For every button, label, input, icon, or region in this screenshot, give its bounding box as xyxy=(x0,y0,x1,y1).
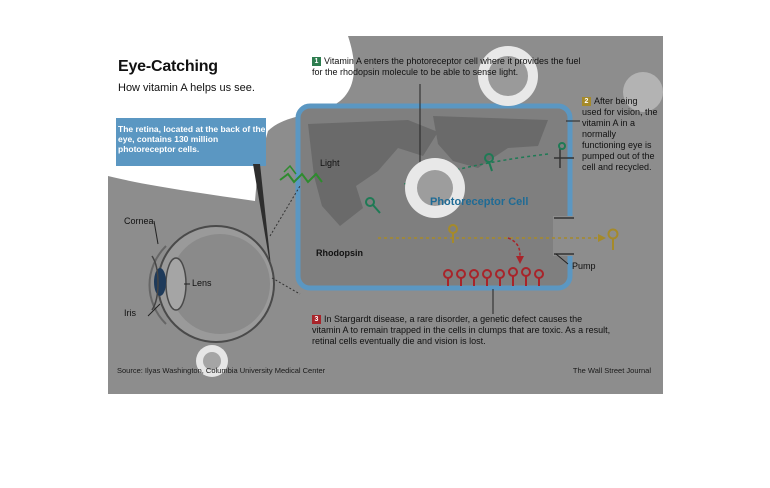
molecules-red xyxy=(443,267,544,286)
cell-folds xyxy=(308,120,438,226)
light-rays xyxy=(279,172,323,184)
label-photoreceptor-cell: Photoreceptor Cell xyxy=(430,196,529,208)
label-pump: Pump xyxy=(572,261,596,271)
step-1-text: Vitamin A enters the photoreceptor cell … xyxy=(312,56,581,77)
label-cornea: Cornea xyxy=(124,216,154,226)
callout-box xyxy=(116,118,266,166)
eye-illustration xyxy=(148,225,275,343)
callout-pointer xyxy=(253,164,272,276)
retina-callout: The retina, located at the back of the e… xyxy=(118,124,266,154)
step-3-text: In Stargardt disease, a rare disorder, a… xyxy=(312,314,611,346)
page-title: Eye-Catching xyxy=(118,58,218,75)
vitamin-path-green xyxy=(403,153,549,185)
step-3-number: 3 xyxy=(312,315,321,324)
molecules-gold xyxy=(448,224,619,250)
vitamin-path-red xyxy=(507,237,521,257)
label-iris: Iris xyxy=(124,308,136,318)
page-subtitle: How vitamin A helps us see. xyxy=(118,82,255,94)
step-2-number: 2 xyxy=(582,97,591,106)
step-1-number: 1 xyxy=(312,57,321,66)
step-2-text: After being used for vision, the vitamin… xyxy=(582,96,658,172)
infographic-panel: Eye-Catching How vitamin A helps us see.… xyxy=(108,36,663,394)
label-light: Light xyxy=(320,158,340,168)
cell-folds-2 xyxy=(433,116,548,168)
label-rhodopsin: Rhodopsin xyxy=(316,248,363,258)
source-note: Source: Ilyas Washington, Columbia Unive… xyxy=(117,366,326,375)
overlay-circle xyxy=(623,72,663,112)
label-lens: Lens xyxy=(192,278,212,288)
pump-gap xyxy=(553,216,575,256)
credit-note: The Wall Street Journal xyxy=(572,366,651,375)
diagram-graphics xyxy=(108,36,663,377)
